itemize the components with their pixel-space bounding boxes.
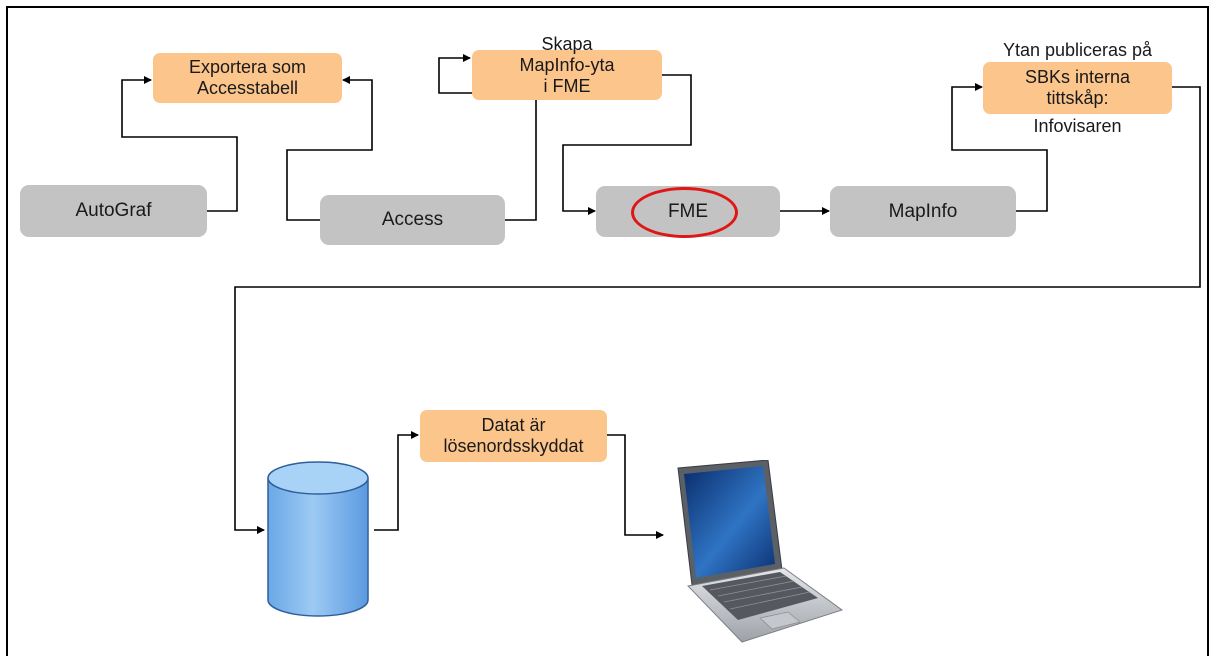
arrow-password-to-laptop <box>607 434 664 539</box>
fme-highlight-ring <box>631 187 738 238</box>
node-autograf-label: AutoGraf <box>75 200 152 221</box>
arrow-mapinfo-to-publish <box>951 83 1048 212</box>
database-icon <box>267 461 369 617</box>
arrow-database-to-password <box>374 431 419 531</box>
note-publish-top: Ytan publiceras på <box>1002 40 1153 60</box>
arrow-access-to-export <box>286 76 373 221</box>
node-access-label: Access <box>381 209 444 230</box>
note-publish-box: SBKs interna tittskåp: <box>983 62 1172 114</box>
note-create-mapinfo-box <box>472 50 662 100</box>
arrow-create-to-fme <box>562 74 692 215</box>
node-access: Access <box>320 195 505 245</box>
laptop-icon <box>677 460 844 643</box>
arrow-autograf-to-export <box>121 76 238 212</box>
node-autograf: AutoGraf <box>20 185 207 237</box>
note-password: Datat är lösenordsskyddat <box>420 410 607 462</box>
note-export-access: Exportera som Accesstabell <box>153 53 342 103</box>
node-mapinfo-label: MapInfo <box>888 200 958 222</box>
node-mapinfo: MapInfo <box>830 186 1016 237</box>
note-publish-bottom: Infovisaren <box>1033 116 1122 136</box>
arrow-publish-to-database <box>234 86 1201 534</box>
diagram-frame <box>6 6 1209 656</box>
note-create-mapinfo: Skapa MapInfo-yta i FME <box>519 34 615 96</box>
